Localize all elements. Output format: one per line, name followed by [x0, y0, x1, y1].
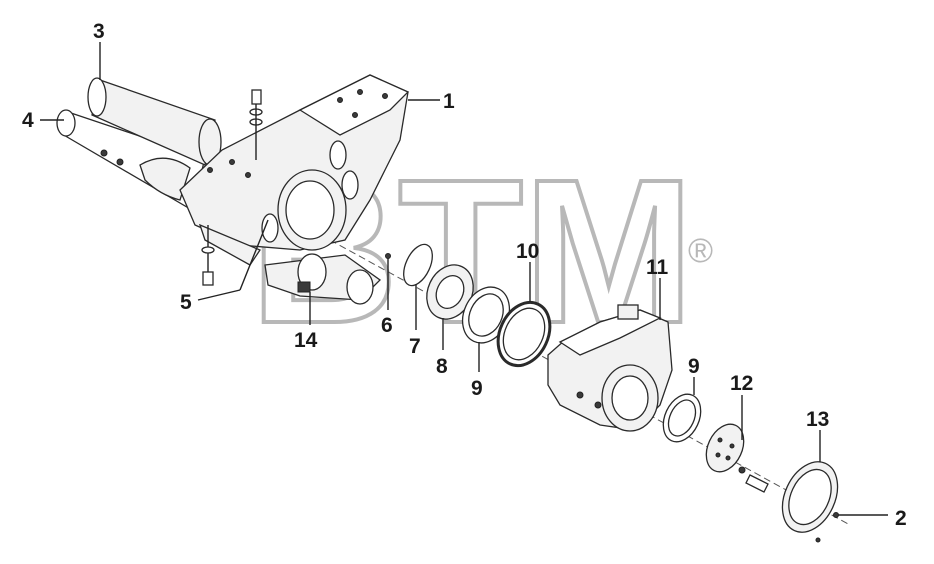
callout-7: 7 — [409, 335, 421, 358]
callout-9-b: 9 — [688, 355, 700, 378]
part-8-washer — [426, 264, 474, 320]
callout-13: 13 — [806, 408, 829, 431]
callout-11: 11 — [646, 256, 669, 279]
callout-12: 12 — [730, 372, 753, 395]
part-7-oring — [403, 243, 433, 287]
callout-1: 1 — [443, 90, 455, 113]
callout-labels: 3 4 1 5 14 6 7 8 9 10 11 9 12 13 2 — [22, 20, 907, 530]
callout-5: 5 — [180, 291, 192, 314]
bolt-stack-top — [249, 89, 263, 160]
leader-lines — [40, 42, 888, 516]
part-12-cover-plate — [705, 423, 769, 493]
part-9-seal-a — [461, 286, 511, 344]
watermark-registered-mark: ® — [688, 232, 713, 270]
callout-14: 14 — [294, 329, 318, 352]
part-3-cylinder — [87, 77, 222, 166]
callout-6: 6 — [381, 314, 393, 337]
callout-8: 8 — [436, 355, 448, 378]
part-13-end-cap — [781, 461, 839, 543]
callout-4: 4 — [22, 109, 34, 132]
part-4-tube — [56, 109, 206, 211]
callout-2: 2 — [895, 507, 907, 530]
bolt-stack-bottom — [201, 225, 215, 286]
callout-10: 10 — [516, 240, 539, 263]
part-14-spindle — [264, 253, 382, 305]
part-9-seal-b — [662, 393, 702, 443]
callout-9-a: 9 — [471, 377, 483, 400]
callout-3: 3 — [93, 20, 105, 43]
part-6-pin — [385, 253, 391, 259]
part-1-frame — [179, 74, 410, 266]
part-10-ring — [496, 300, 552, 368]
